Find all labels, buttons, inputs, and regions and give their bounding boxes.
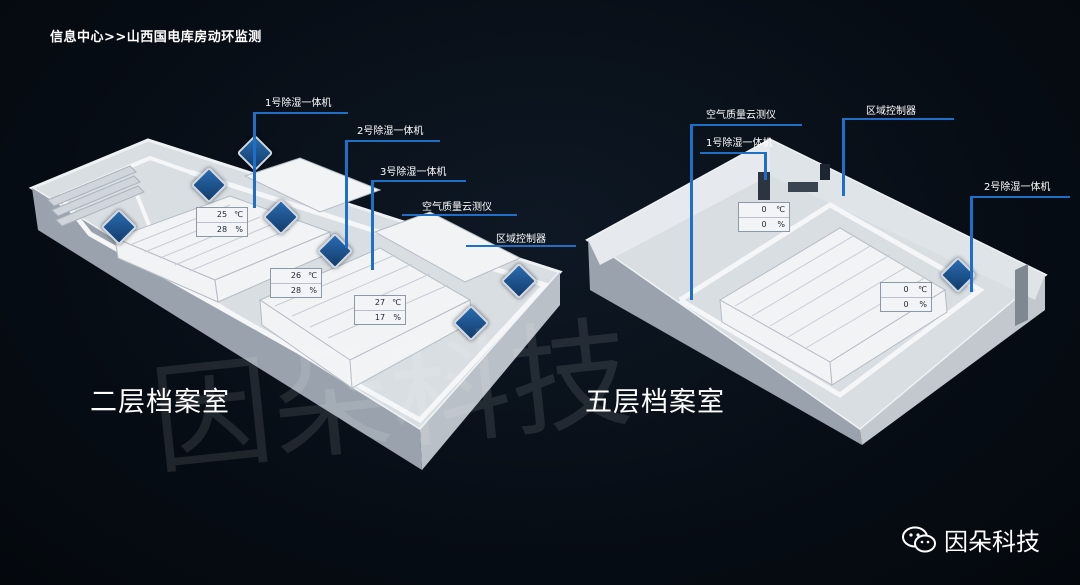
humidity-unit: % [777, 220, 785, 229]
temperature-unit: ℃ [234, 210, 243, 219]
label-air-quality: 空气质量云测仪 [422, 202, 492, 213]
label-area-controller: 区域控制器 [866, 106, 916, 117]
temperature-unit: ℃ [392, 298, 401, 307]
temperature-unit: ℃ [776, 205, 785, 214]
humidity-value: 28 [216, 225, 228, 234]
label-dehumidifier-1: 1号除湿一体机 [265, 98, 332, 109]
label-area-controller: 区域控制器 [496, 234, 546, 245]
humidity-unit: % [393, 313, 401, 322]
brand: 因朵科技 [902, 522, 1040, 557]
temperature-value: 0 [761, 205, 767, 214]
label-dehumidifier-3: 3号除湿一体机 [380, 167, 447, 178]
sensor-reading[interactable]: 27 ℃ 17% [354, 295, 406, 325]
label-dehumidifier-2: 2号除湿一体机 [984, 182, 1051, 193]
humidity-value: 17 [374, 313, 386, 322]
humidity-unit: % [919, 300, 927, 309]
humidity-unit: % [309, 286, 317, 295]
sensor-reading[interactable]: 25 ℃ 28% [196, 207, 248, 237]
temperature-value: 26 [290, 271, 302, 280]
sensor-reading[interactable]: 0 ℃ 0% [738, 202, 790, 232]
humidity-unit: % [235, 225, 243, 234]
humidity-value: 0 [903, 300, 909, 309]
wechat-icon [902, 526, 936, 552]
brand-name: 因朵科技 [944, 528, 1040, 556]
temperature-value: 27 [374, 298, 386, 307]
temperature-value: 25 [216, 210, 228, 219]
humidity-value: 0 [761, 220, 767, 229]
humidity-value: 28 [290, 286, 302, 295]
room-title-fifth-floor: 五层档案室 [585, 387, 725, 418]
temperature-unit: ℃ [308, 271, 317, 280]
temperature-unit: ℃ [918, 285, 927, 294]
breadcrumb: 信息中心>>山西国电库房动环监测 [50, 30, 262, 45]
temperature-value: 0 [903, 285, 909, 294]
label-dehumidifier-2: 2号除湿一体机 [357, 126, 424, 137]
label-air-quality: 空气质量云测仪 [706, 110, 776, 121]
room-title-second-floor: 二层档案室 [90, 387, 230, 418]
sensor-reading[interactable]: 0 ℃ 0% [880, 282, 932, 312]
label-dehumidifier-1: 1号除湿一体机 [706, 138, 773, 149]
sensor-reading[interactable]: 26 ℃ 28% [270, 268, 322, 298]
